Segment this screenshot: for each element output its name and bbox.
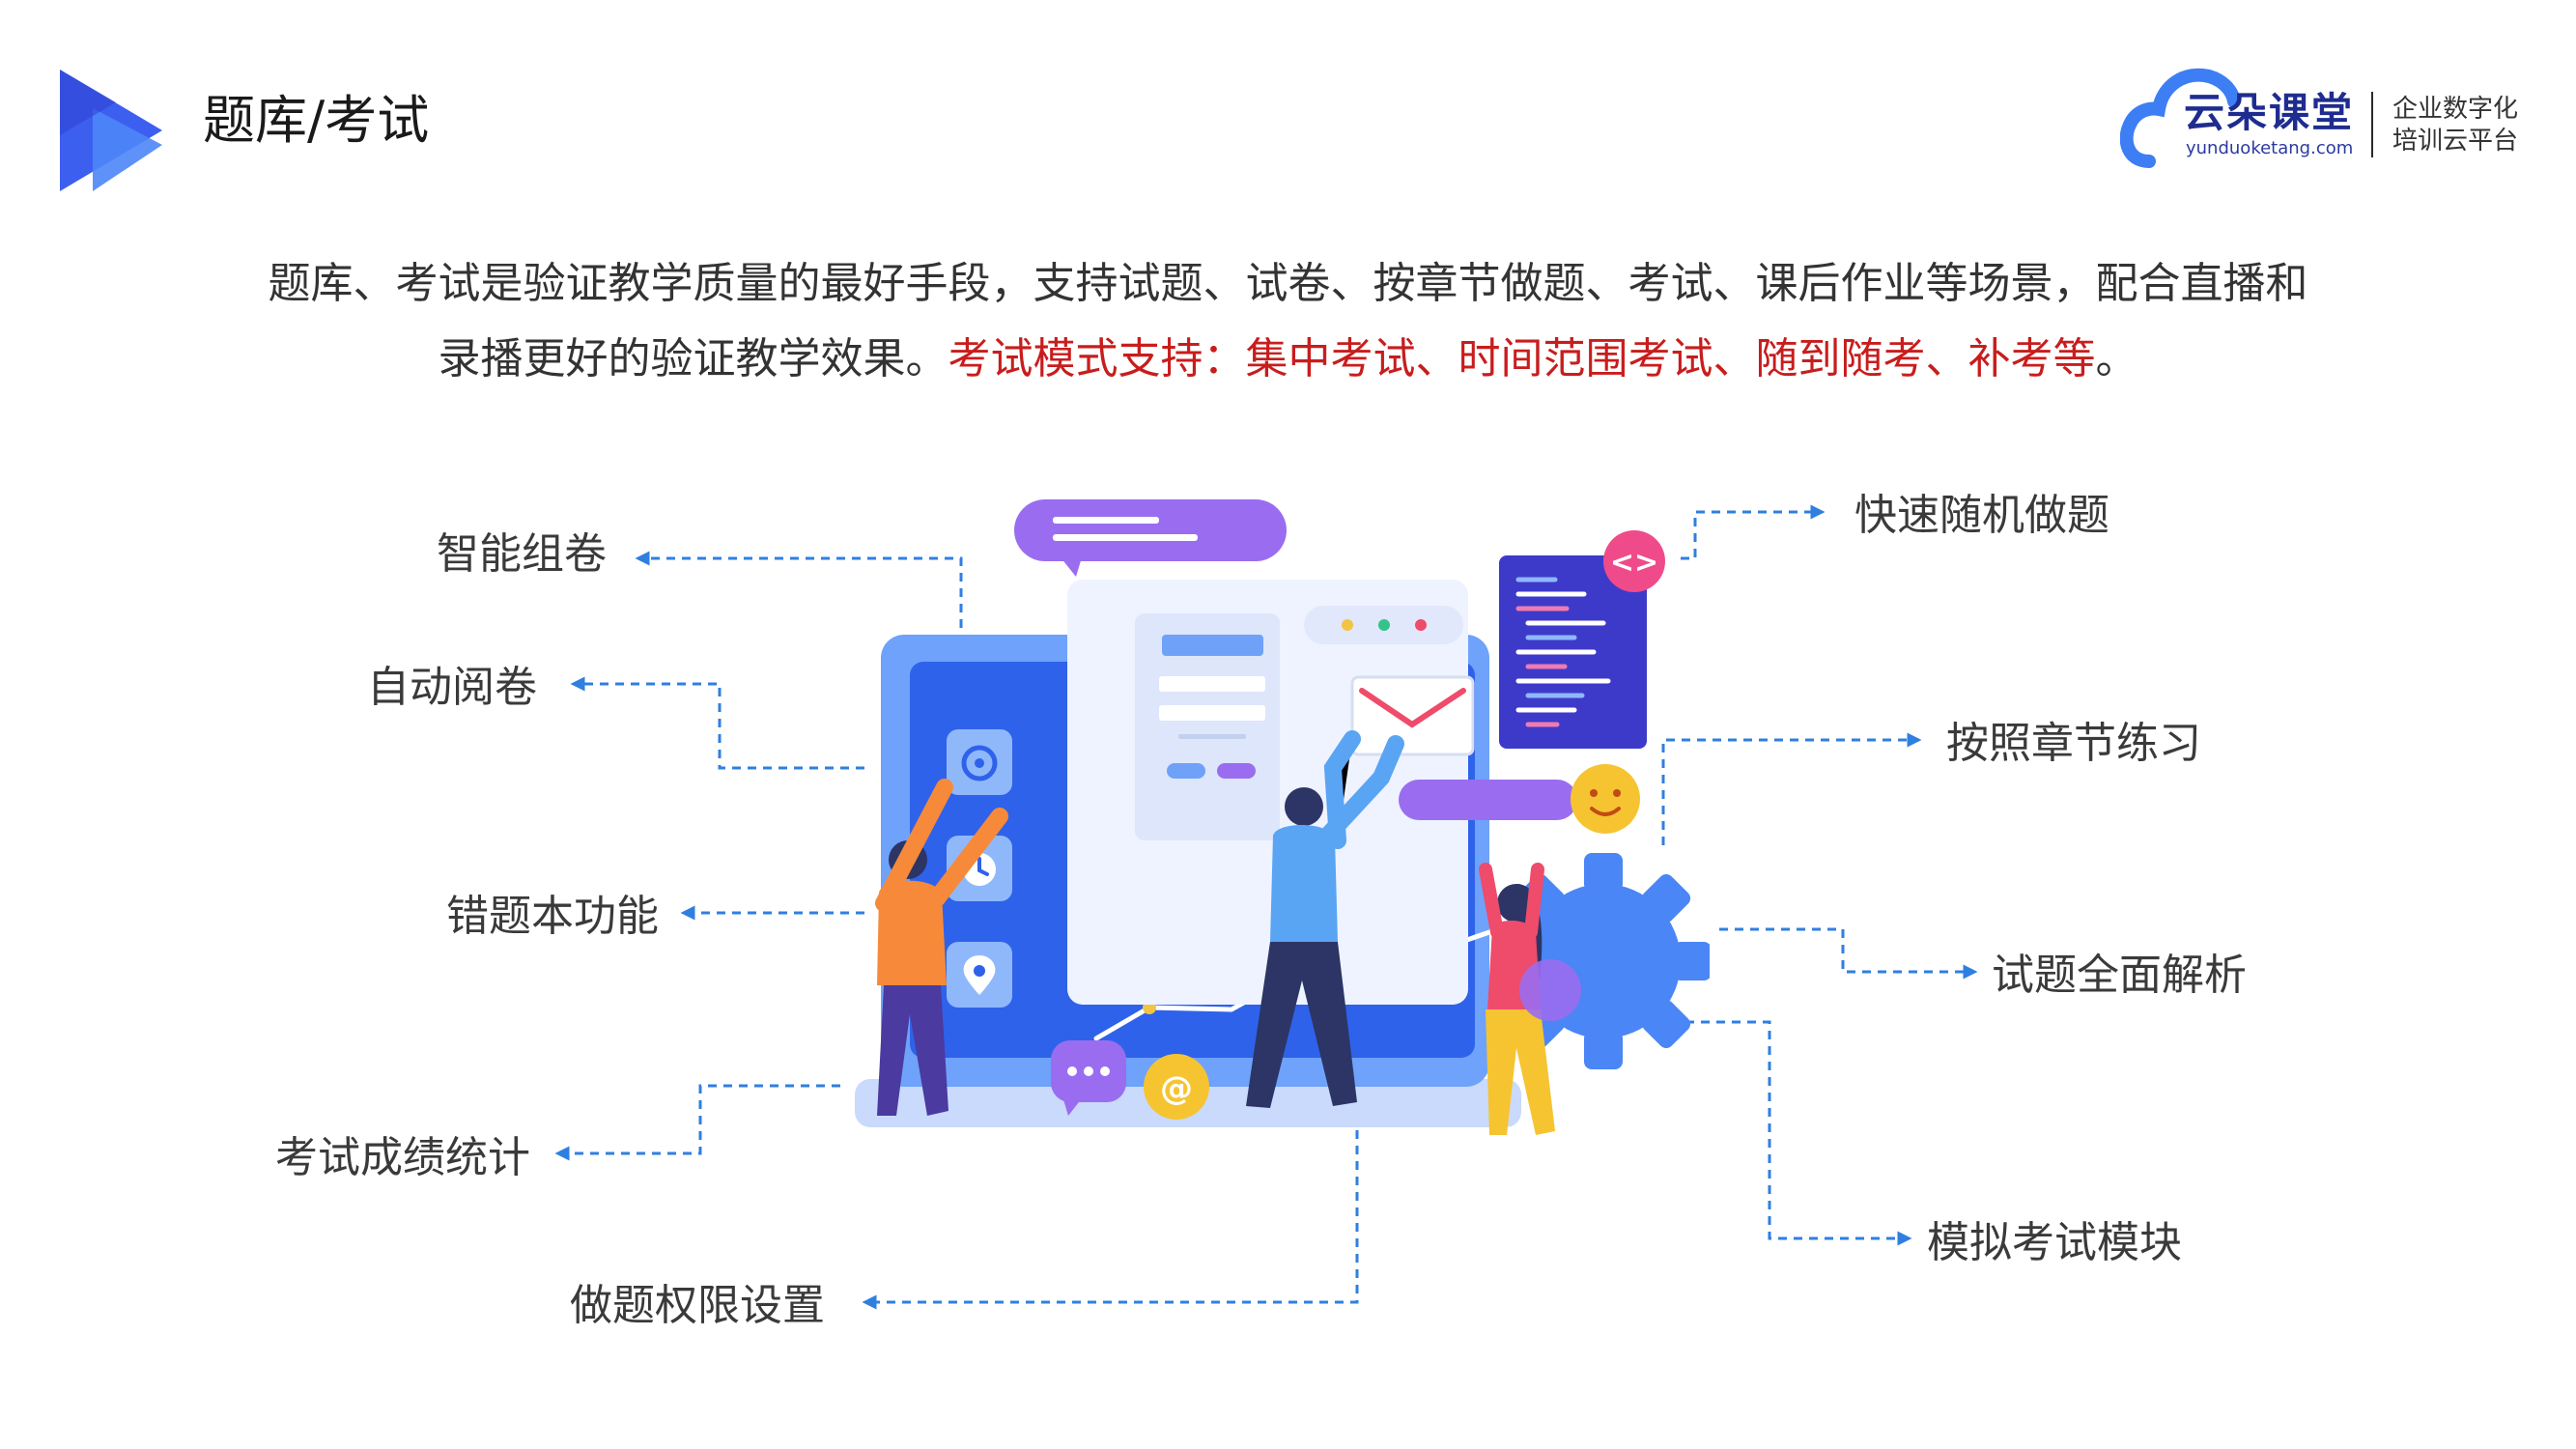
message-dots-icon [1051, 1040, 1126, 1116]
connector-score-statistics [554, 1084, 840, 1161]
code-badge-label: <> [1610, 546, 1658, 580]
brand-name: 云朵课堂 [2184, 89, 2355, 136]
connector-auto-grading [570, 676, 864, 770]
feature-smart-paper: 智能组卷 [437, 529, 607, 579]
intro-line-2-end: 。 [2095, 334, 2138, 384]
mail-icon [1350, 675, 1475, 756]
feature-full-analysis: 试题全面解析 [1992, 951, 2247, 1000]
smiley-icon [1571, 764, 1640, 834]
connector-smart-paper [635, 551, 963, 628]
app-logo [60, 70, 162, 191]
brand-divider [2371, 92, 2373, 157]
page-title: 题库/考试 [203, 90, 430, 151]
at-badge-label: @ [1160, 1069, 1193, 1108]
chat-bubble [1014, 499, 1287, 561]
intro-line-2: 录播更好的验证教学效果。考试模式支持：集中考试、时间范围考试、随到随考、补考等。 [0, 338, 2576, 381]
connector-chapter-practice [1661, 732, 1922, 845]
code-badge [1603, 530, 1665, 592]
person-right [1479, 863, 1581, 1135]
at-badge [1144, 1054, 1209, 1120]
feature-wrong-question-book: 错题本功能 [446, 892, 659, 941]
feature-auto-grading: 自动阅卷 [367, 663, 537, 712]
connector-quick-random-practice [1681, 504, 1826, 560]
person-left [875, 779, 1008, 1116]
feature-score-statistics: 考试成绩统计 [275, 1133, 530, 1182]
progress-pill [1399, 780, 1577, 820]
person-middle [1246, 730, 1404, 1108]
connector-permission-settings [862, 1130, 1359, 1310]
cloud-icon [2120, 68, 2241, 168]
feature-permission-settings: 做题权限设置 [570, 1281, 825, 1330]
document-card [1135, 613, 1280, 840]
connector-mock-exam [1685, 1020, 1912, 1246]
brand-tagline-1: 企业数字化 [2392, 95, 2519, 124]
feature-mock-exam: 模拟考试模块 [1927, 1218, 2182, 1267]
connector-full-analysis [1719, 927, 1978, 980]
exam-illustration: <> [855, 499, 1710, 1135]
brand-url: yunduoketang.com [2186, 138, 2354, 158]
exam-modes-highlight: 考试模式支持：集中考试、时间范围考试、随到随考、补考等 [948, 334, 2096, 384]
feature-quick-random-practice: 快速随机做题 [1854, 491, 2109, 540]
brand-tagline-2: 培训云平台 [2392, 127, 2519, 156]
intro-line-2-normal: 录播更好的验证教学效果。 [438, 334, 948, 384]
intro-line-1: 题库、考试是验证教学质量的最好手段，支持试题、试卷、按章节做题、考试、课后作业等… [268, 259, 2308, 308]
brand-logo: 云朵课堂 yunduoketang.com 企业数字化 培训云平台 [2120, 53, 2545, 179]
feature-chapter-practice: 按照章节练习 [1946, 719, 2201, 768]
